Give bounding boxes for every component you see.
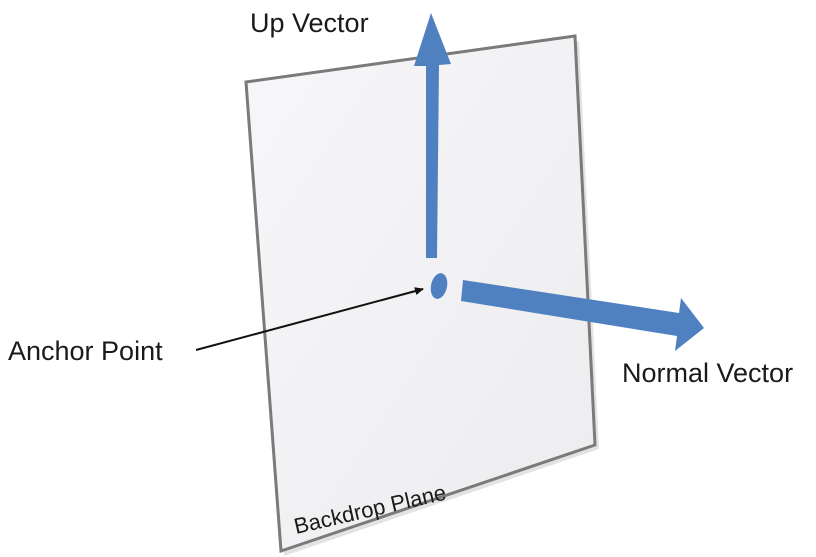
normal-vector-arrow bbox=[461, 280, 704, 351]
normal-vector-label: Normal Vector bbox=[622, 358, 793, 388]
up-vector-arrow bbox=[414, 13, 451, 258]
anchor-point-label: Anchor Point bbox=[8, 336, 163, 366]
anchor-pointer-arrow bbox=[195, 287, 424, 351]
up-vector-label: Up Vector bbox=[250, 8, 369, 38]
anchor-point-marker bbox=[430, 273, 448, 299]
